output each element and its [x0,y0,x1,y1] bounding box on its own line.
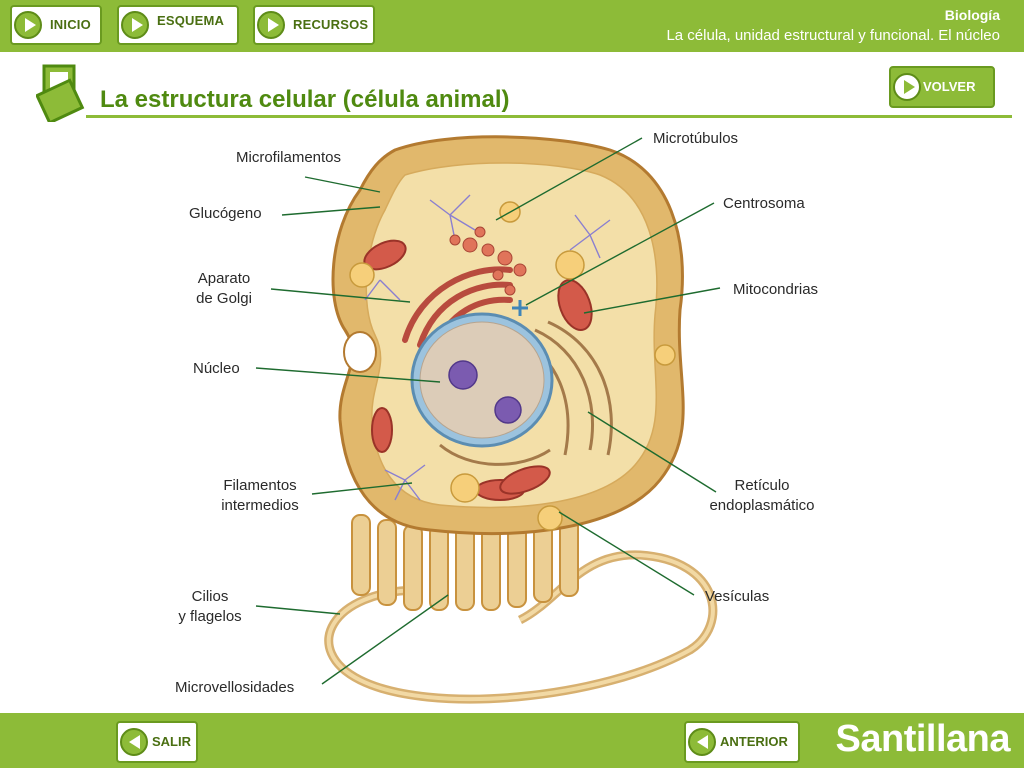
salir-button[interactable]: SALIR [116,721,198,763]
inicio-button[interactable]: INICIO [10,5,102,45]
label-vesiculas: Vesículas [705,588,770,605]
label-cilios: Cilios y flagelos [170,587,250,627]
label-microtubulos: Microtúbulos [653,130,739,147]
anterior-button[interactable]: ANTERIOR [684,721,800,763]
vesicles [349,201,676,531]
label-golgi-line1: Aparato [197,270,251,287]
label-reticulo-line1: Retículo [734,477,790,494]
label-filamentos-line1: Filamentos [223,477,297,494]
golgi-vesicles [449,226,527,296]
page-title: La estructura celular (célula animal) [100,86,510,113]
brand-logo: Santillana [835,718,1011,760]
label-microvellosidades: Microvellosidades [175,679,295,696]
stacked-squares-icon [36,64,85,122]
label-nucleo: Núcleo [193,360,240,377]
volver-button[interactable]: VOLVER [889,66,995,108]
nucleolus [448,360,478,390]
label-centrosoma: Centrosoma [723,195,805,212]
cytoskeleton [364,194,611,501]
membrane-notch [343,331,377,373]
microvilli [351,514,579,611]
centrosome [512,300,528,316]
leader-lines [255,137,721,685]
salir-label: SALIR [152,734,191,749]
label-golgi: Aparato de Golgi [188,269,260,309]
topic-subtitle: La célula, unidad estructural y funciona… [666,27,1000,44]
anterior-label: ANTERIOR [720,734,788,749]
nucleus [419,321,545,439]
recursos-label: RECURSOS [293,17,369,32]
label-reticulo: Retículo endoplasmático [697,476,827,516]
label-filamentos: Filamentos intermedios [210,476,310,516]
label-glucogeno: Glucógeno [189,205,262,222]
label-reticulo-line2: endoplasmático [709,497,815,514]
label-cilios-line1: Cilios [191,588,229,605]
play-arrow-icon [121,11,149,39]
recursos-button[interactable]: RECURSOS [253,5,375,45]
label-golgi-line2: de Golgi [196,290,252,307]
label-mitocondrias: Mitocondrias [733,281,819,298]
esquema-button[interactable]: ESQUEMA [117,5,239,45]
volver-label: VOLVER [923,79,976,94]
top-bar: INICIO ESQUEMA RECURSOS Biología La célu… [0,0,1024,52]
inicio-label: INICIO [50,17,91,32]
label-microfilamentos: Microfilamentos [236,149,342,166]
play-arrow-icon [14,11,42,39]
label-cilios-line2: y flagelos [178,608,242,625]
bottom-bar: SALIR ANTERIOR Santillana [0,713,1024,768]
play-arrow-icon [893,73,921,101]
title-divider [86,115,1012,118]
play-arrow-icon [257,11,285,39]
back-arrow-icon [688,728,716,756]
label-filamentos-line2: intermedios [221,497,299,514]
subject-title: Biología [944,7,1000,23]
back-arrow-icon [120,728,148,756]
nucleolus [494,396,522,424]
esquema-label: ESQUEMA [157,13,225,28]
